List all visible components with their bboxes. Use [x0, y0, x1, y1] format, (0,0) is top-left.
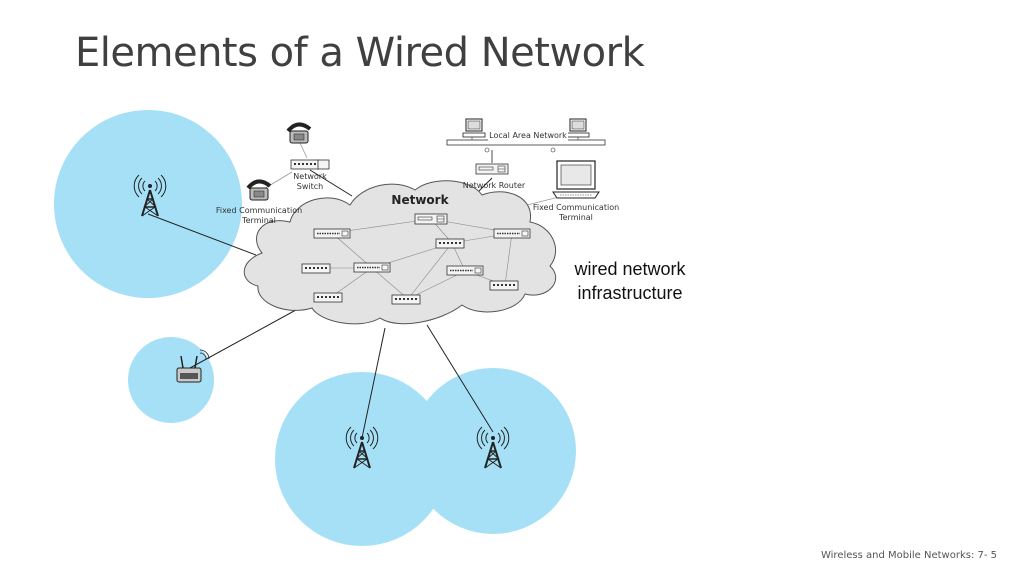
slide-footer: Wireless and Mobile Networks: 7- 5: [820, 550, 997, 561]
access-point-icon: [176, 349, 210, 383]
network-cloud: [243, 180, 557, 325]
switch-label: Network Switch: [280, 172, 340, 192]
link-access-point: [189, 304, 306, 369]
core-router-icon: [414, 213, 448, 225]
fixed-terminal-left-line2: Terminal: [242, 216, 276, 225]
infrastructure-label-line1: wired network: [574, 259, 686, 279]
telephone-icon: [286, 122, 312, 145]
infrastructure-label-line2: infrastructure: [577, 283, 683, 303]
link-router: [477, 177, 493, 193]
link-bottom-left-tower: [361, 327, 386, 439]
switch-icon: [391, 294, 421, 305]
network-router-icon: [475, 163, 509, 175]
network-switch-port-icon: [317, 159, 330, 170]
hub-icon: [313, 228, 351, 239]
switch-label-line1: Network: [293, 172, 327, 181]
cloud-label: Network: [391, 193, 449, 207]
network-switch-icon: [290, 159, 320, 170]
infrastructure-label: wired network infrastructure: [560, 257, 700, 305]
fixed-terminal-right-line1: Fixed Communication: [532, 203, 620, 212]
hub-icon: [446, 265, 484, 276]
lan-computer-icon: [566, 118, 590, 138]
switch-icon: [489, 280, 519, 291]
fixed-terminal-left-label: Fixed Communication Terminal: [214, 206, 304, 226]
switch-icon: [313, 292, 343, 303]
fixed-terminal-left-line1: Fixed Communication: [215, 206, 303, 215]
hub-icon: [353, 262, 391, 273]
fixed-terminal-right-line2: Terminal: [559, 213, 593, 222]
lan-computer-icon: [462, 118, 486, 138]
link-phone-top: [299, 142, 308, 159]
switch-icon: [435, 238, 465, 249]
link-switch: [309, 169, 353, 197]
fixed-terminal-computer-icon: [552, 160, 600, 199]
coverage-cell-small: [128, 337, 214, 423]
router-label: Network Router: [462, 181, 526, 190]
fixed-terminal-right-label: Fixed Communication Terminal: [531, 203, 621, 223]
telephone-icon: [246, 179, 272, 202]
switch-icon: [301, 263, 331, 274]
page-title: Elements of a Wired Network: [75, 30, 645, 76]
hub-icon: [493, 228, 531, 239]
link-left-tower: [147, 213, 257, 256]
lan-label: Local Area Network: [488, 131, 568, 141]
link-phone-left: [261, 171, 293, 191]
link-bottom-right-tower: [426, 324, 494, 433]
switch-label-line2: Switch: [296, 182, 324, 191]
